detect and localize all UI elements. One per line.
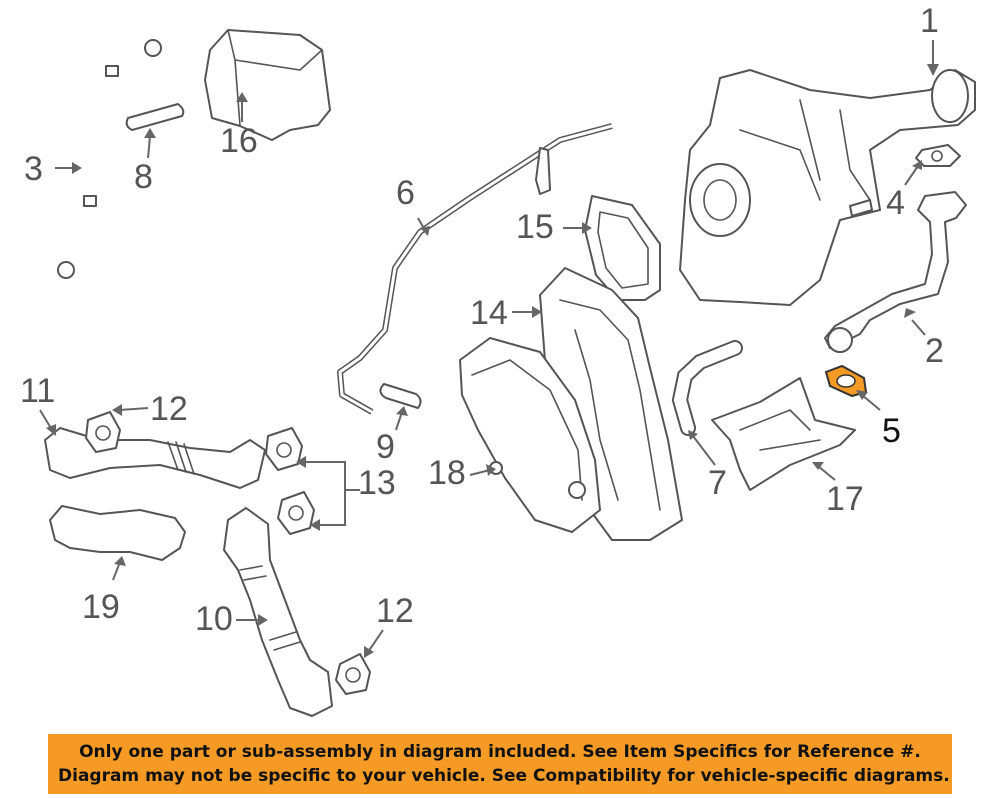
part-4-gasket <box>915 144 961 167</box>
callout-1: 1 <box>920 2 939 40</box>
part-13-gaskets <box>265 427 315 535</box>
disclaimer-line-2: Diagram may not be specific to your vehi… <box>58 766 950 786</box>
callout-17: 17 <box>826 480 864 518</box>
callout-3: 3 <box>24 150 43 188</box>
callout-8: 8 <box>134 158 153 196</box>
callout-5: 5 <box>882 412 901 450</box>
part-12-gasket-upper <box>85 411 121 453</box>
disclaimer-banner: Only one part or sub-assembly in diagram… <box>48 734 952 794</box>
part-9-fitting <box>379 383 422 409</box>
callout-10: 10 <box>195 600 233 638</box>
callout-14: 14 <box>470 294 508 332</box>
part-2-pipe <box>824 191 967 353</box>
part-12-gasket-lower <box>335 653 371 695</box>
callout-11: 11 <box>20 372 56 410</box>
part-17-shield <box>711 377 856 491</box>
part-16-heat-shield <box>204 29 331 141</box>
callout-2: 2 <box>925 332 944 370</box>
callout-6: 6 <box>396 174 415 212</box>
callout-12-lower: 12 <box>376 592 414 630</box>
callout-4: 4 <box>886 184 905 222</box>
parts-diagram: 1 2 3 4 5 6 7 8 9 10 11 12 12 13 14 15 1… <box>20 2 976 717</box>
part-19-bracket <box>49 505 186 561</box>
part-11-pipe <box>44 427 266 489</box>
part-7-hose <box>671 340 743 436</box>
part-15-gasket <box>584 195 661 301</box>
callout-16: 16 <box>220 122 258 160</box>
leader-lines <box>39 40 939 658</box>
part-18-cover <box>459 337 601 533</box>
part-1-turbocharger <box>679 69 976 306</box>
callout-19: 19 <box>82 588 120 626</box>
disclaimer-line-1: Only one part or sub-assembly in diagram… <box>79 742 921 762</box>
part-3-oil-line <box>57 35 162 279</box>
part-6-tube <box>337 123 613 415</box>
callout-13: 13 <box>358 464 396 502</box>
callout-12-upper: 12 <box>150 390 188 428</box>
part-8-hose <box>125 103 185 131</box>
callout-15: 15 <box>516 208 554 246</box>
callout-18: 18 <box>428 454 466 492</box>
parts-illustration <box>39 29 976 717</box>
callout-7: 7 <box>708 464 727 502</box>
part-10-pipe <box>223 507 333 717</box>
callout-9: 9 <box>376 428 395 466</box>
